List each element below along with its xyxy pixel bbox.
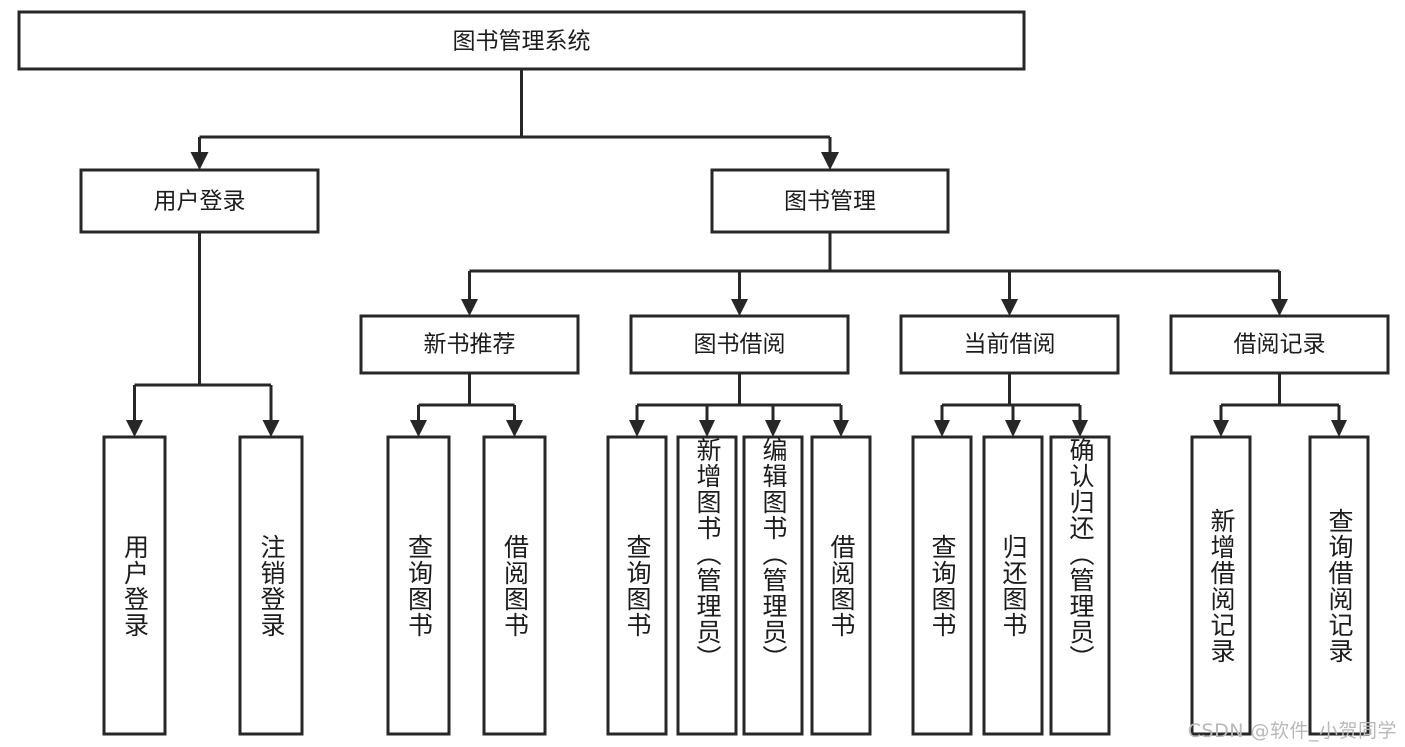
arrow-head-leaf-add-book-admin <box>699 420 715 437</box>
connector-group-root <box>190 69 839 170</box>
leaf-add-book-admin-box[interactable] <box>676 435 738 736</box>
connector-group-current-borrow <box>934 373 1088 437</box>
arrow-head-borrow-records <box>1271 299 1288 316</box>
arrow-head-leaf-user-logout <box>262 420 280 437</box>
arrow-head-leaf-user-login <box>126 420 143 437</box>
node-book-management[interactable]: 图书管理 <box>710 168 950 234</box>
connector-group-book-management <box>461 232 1288 316</box>
leaf-query-book-rec-box[interactable] <box>386 435 451 736</box>
connector-group-book-borrow <box>629 373 849 437</box>
arrow-head-current-borrow <box>1001 299 1018 316</box>
node-root-label: 图书管理系统 <box>453 29 591 55</box>
arrow-head-leaf-return-book <box>1005 420 1021 437</box>
node-borrow-records-box[interactable] <box>1169 314 1390 375</box>
node-user-login-label: 用户登录 <box>154 189 246 215</box>
leaf-user-login-box[interactable] <box>102 435 167 736</box>
connector-group-borrow-records <box>1213 373 1347 437</box>
node-root[interactable]: 图书管理系统 <box>17 10 1026 71</box>
leaf-return-book-box[interactable] <box>982 435 1044 736</box>
node-current-borrow-label: 当前借阅 <box>964 332 1056 358</box>
leaf-query-book-borrow-box[interactable] <box>606 435 668 736</box>
node-new-book-recommend[interactable]: 新书推荐 <box>359 314 580 375</box>
connector-group-user-login <box>126 232 280 437</box>
node-root-box[interactable] <box>17 10 1026 71</box>
leaf-user-logout-box[interactable] <box>238 435 304 736</box>
arrow-head-leaf-confirm-return-admin <box>1072 420 1088 437</box>
leaf-query-book-current-box[interactable] <box>911 435 973 736</box>
arrow-head-user-login <box>190 152 209 170</box>
node-new-book-recommend-label: 新书推荐 <box>424 332 516 358</box>
leaf-confirm-return-admin-box[interactable] <box>1049 435 1111 736</box>
arrow-head-leaf-query-book-rec <box>410 420 427 437</box>
arrow-head-leaf-borrow-book <box>833 420 849 437</box>
leaf-add-borrow-record-box[interactable] <box>1190 435 1252 736</box>
leaf-query-borrow-record-box[interactable] <box>1308 435 1370 736</box>
arrow-head-book-management <box>821 152 839 170</box>
leaf-borrow-book-box[interactable] <box>810 435 872 736</box>
node-book-borrow[interactable]: 图书借阅 <box>629 314 850 375</box>
node-book-management-label: 图书管理 <box>784 189 876 215</box>
connector-group-new-book-recommend <box>410 373 523 437</box>
node-book-borrow-box[interactable] <box>629 314 850 375</box>
arrow-head-leaf-borrow-book-rec <box>506 420 523 437</box>
arrow-head-new-book-recommend <box>461 299 478 316</box>
node-book-borrow-label: 图书借阅 <box>694 332 786 358</box>
leaf-boxes <box>102 435 1370 736</box>
arrow-head-leaf-query-borrow-record <box>1331 420 1347 437</box>
leaf-borrow-book-rec-box[interactable] <box>482 435 547 736</box>
node-user-login[interactable]: 用户登录 <box>79 168 320 234</box>
node-new-book-recommend-box[interactable] <box>359 314 580 375</box>
node-user-login-box[interactable] <box>79 168 320 234</box>
arrow-head-leaf-query-book-borrow <box>629 420 645 437</box>
arrow-head-leaf-query-book-current <box>934 420 950 437</box>
arrow-head-leaf-edit-book-admin <box>765 420 781 437</box>
leaf-edit-book-admin-box[interactable] <box>742 435 804 736</box>
node-book-management-box[interactable] <box>710 168 950 234</box>
node-current-borrow-box[interactable] <box>899 314 1120 375</box>
arrow-head-leaf-add-borrow-record <box>1213 420 1229 437</box>
csdn-watermark: CSDN @软件_小贺同学 <box>1187 720 1397 742</box>
node-borrow-records[interactable]: 借阅记录 <box>1169 314 1390 375</box>
node-current-borrow[interactable]: 当前借阅 <box>899 314 1120 375</box>
arrow-head-book-borrow <box>731 299 748 316</box>
node-borrow-records-label: 借阅记录 <box>1234 332 1326 358</box>
